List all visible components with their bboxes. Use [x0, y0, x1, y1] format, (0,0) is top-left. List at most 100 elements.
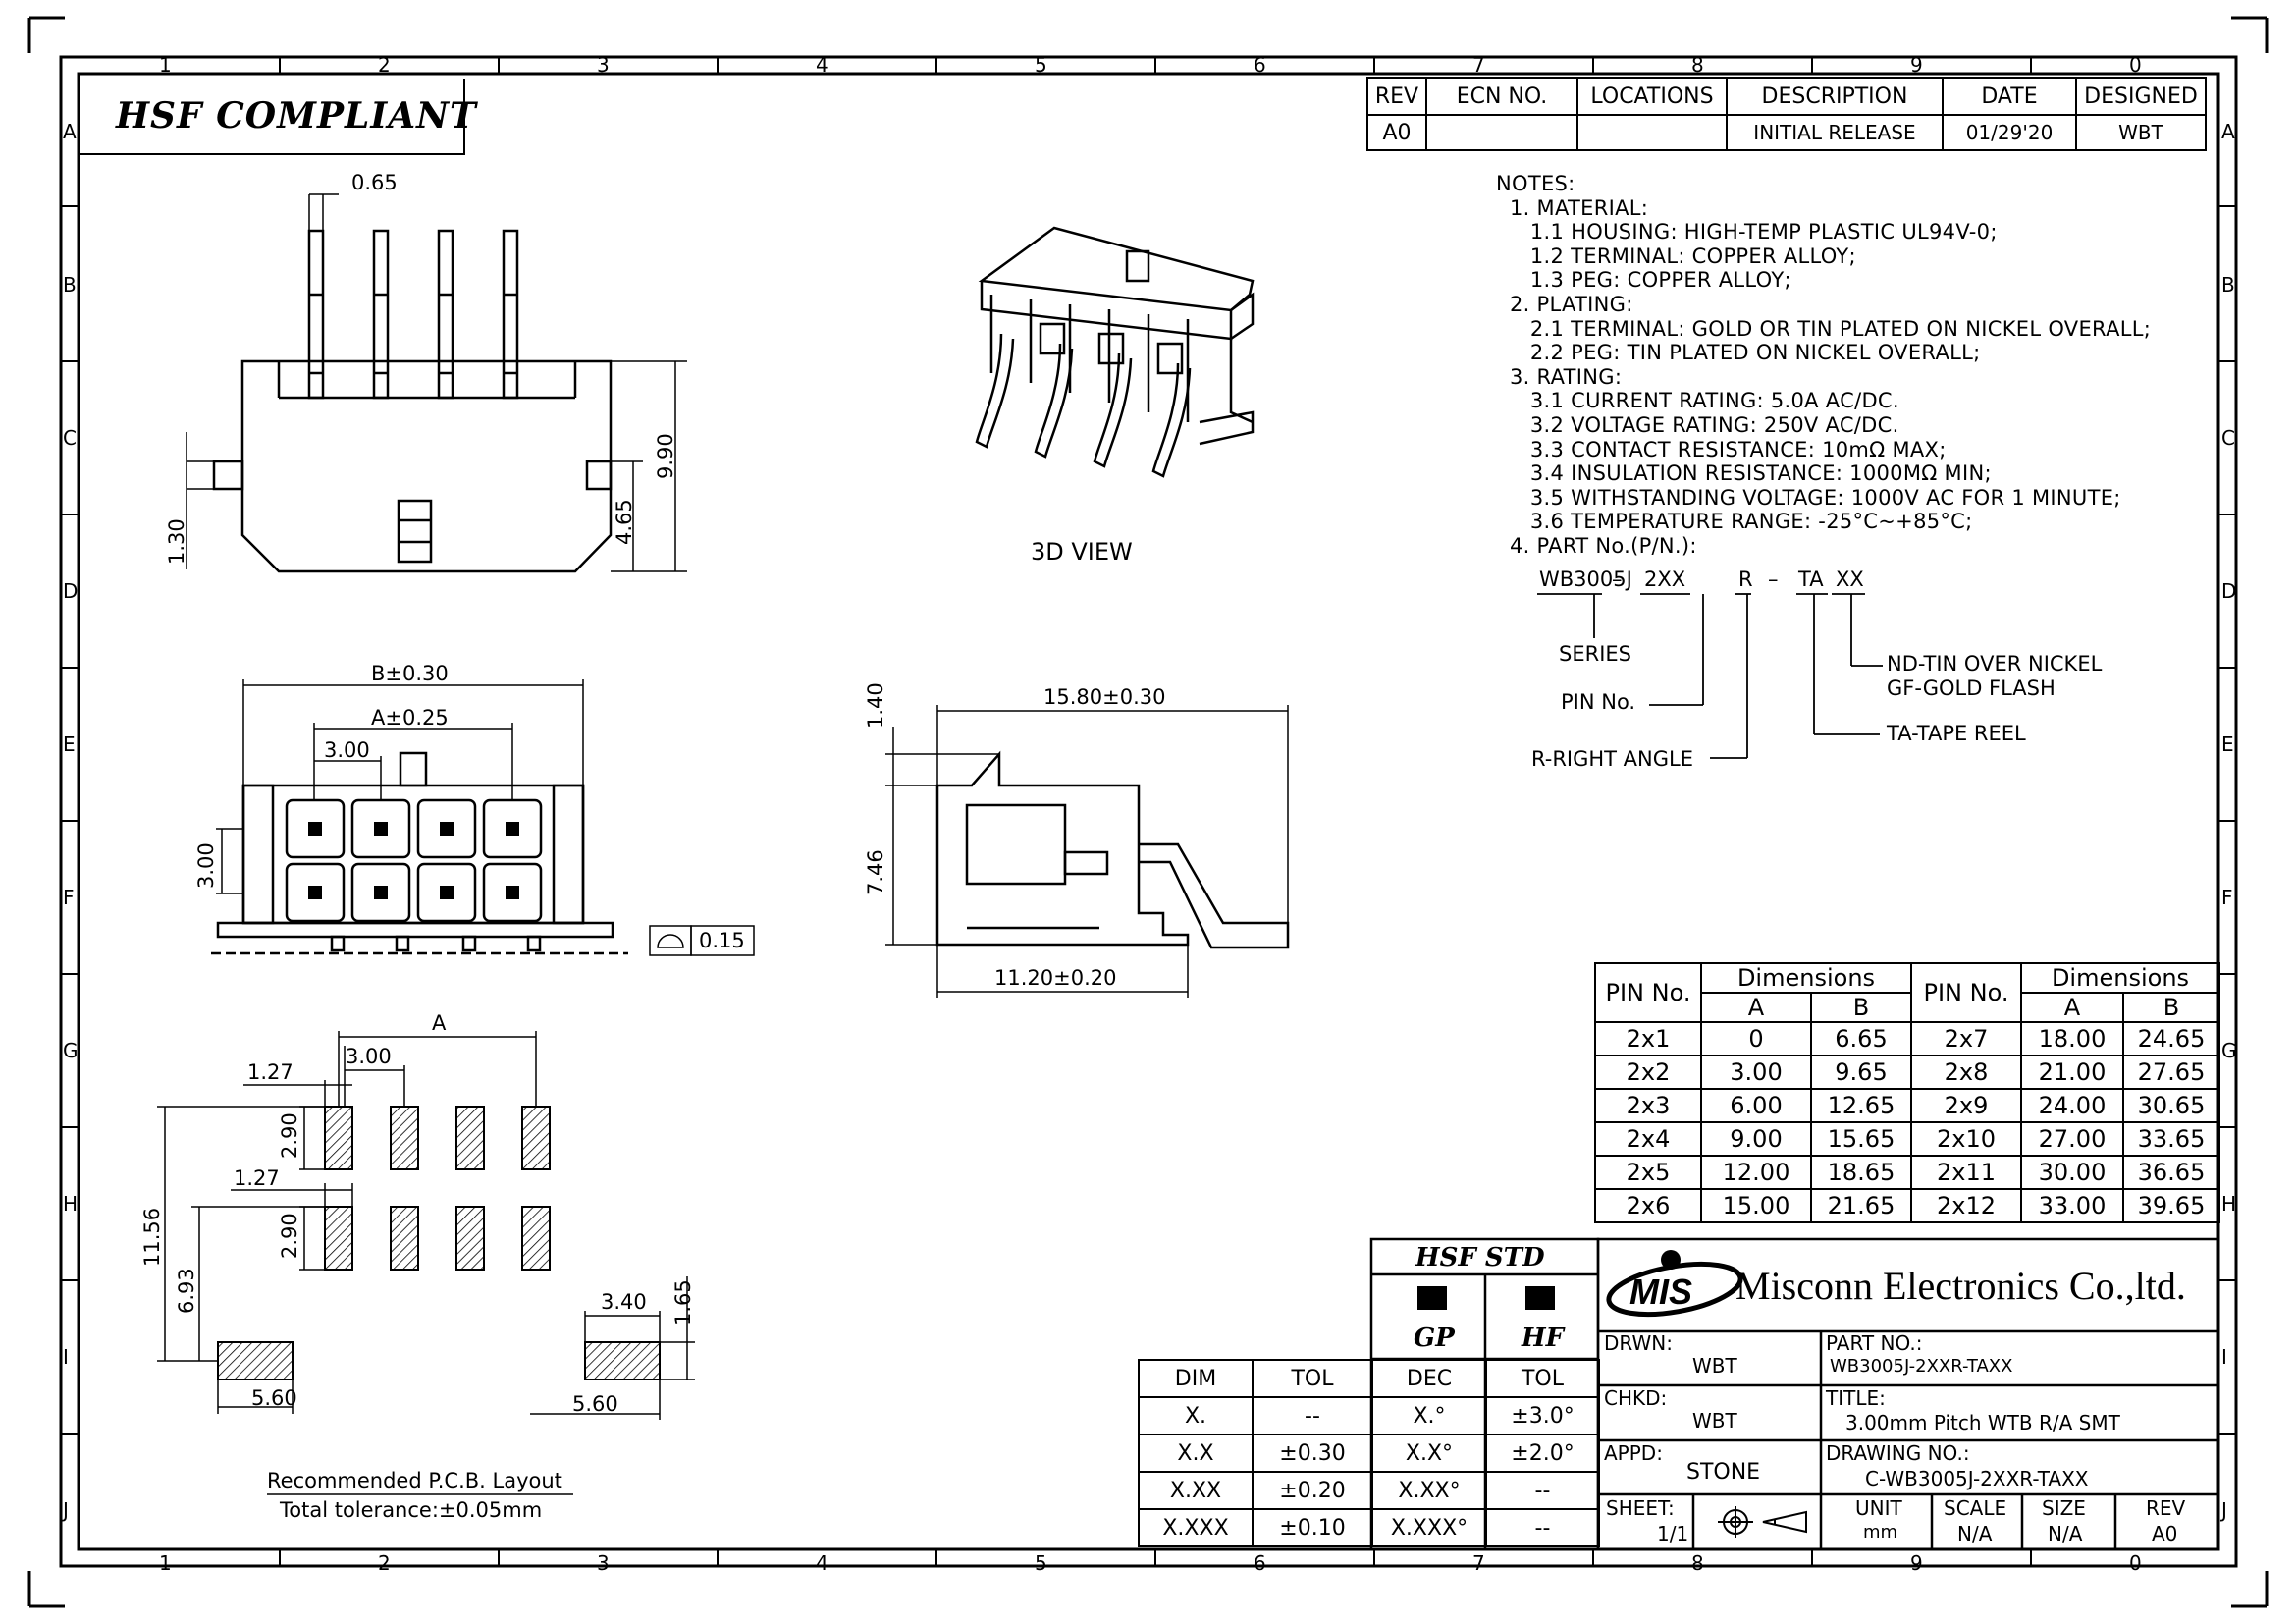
table-cell: 12.00 — [1700, 1155, 1812, 1190]
tol-header-tol: TOL — [1252, 1359, 1373, 1398]
scale-label: SCALE — [1944, 1496, 2007, 1520]
pn-plating-nd-label: ND-TIN OVER NICKEL — [1887, 652, 2103, 676]
table-cell: 3.00 — [1700, 1055, 1812, 1090]
dim-pcb-a: A — [432, 1011, 447, 1035]
hf-label: HF — [1522, 1324, 1565, 1353]
note-line: 2. PLATING: — [1496, 292, 1633, 316]
3d-view-label: 3D VIEW — [1031, 538, 1133, 566]
row-label: D — [2221, 579, 2237, 603]
notes-heading: NOTES: — [1496, 172, 1575, 195]
pn-tape-reel-label: TA-TAPE REEL — [1887, 722, 2026, 745]
zone-ticks — [61, 57, 2236, 1566]
row-label: B — [2221, 273, 2235, 297]
table-cell: 6.00 — [1700, 1088, 1812, 1123]
col-label: 5 — [1035, 53, 1047, 77]
drawing-no-value: C-WB3005J-2XXR-TAXX — [1865, 1467, 2089, 1490]
col-label: 4 — [816, 1551, 828, 1575]
pin-table-header-b: B — [2122, 992, 2220, 1023]
pin-table-header-dims: Dimensions — [2020, 962, 2220, 994]
table-cell: 21.65 — [1810, 1188, 1912, 1223]
note-line: 3.2 VOLTAGE RATING: 250V AC/DC. — [1496, 412, 1899, 437]
dim-pcb-h2: 2.90 — [278, 1213, 301, 1259]
table-cell: X.XX — [1138, 1471, 1254, 1510]
notes-block: NOTES: 1. MATERIAL: 1.1 HOUSING: HIGH-TE… — [1496, 172, 2151, 559]
note-line: 3.6 TEMPERATURE RANGE: -25°C~+85°C; — [1496, 510, 1973, 534]
col-label: 6 — [1254, 53, 1266, 77]
pn-pin-code: 2XX — [1644, 568, 1686, 591]
col-label: 5 — [1035, 1551, 1047, 1575]
tol-header-dim: DIM — [1138, 1359, 1254, 1398]
part-no-value: WB3005J-2XXR-TAXX — [1830, 1356, 2013, 1377]
table-cell: 2x11 — [1910, 1155, 2022, 1190]
appd-label: APPD: — [1604, 1441, 1663, 1465]
table-cell: 2x5 — [1594, 1155, 1702, 1190]
table-cell: ±0.30 — [1252, 1434, 1373, 1473]
table-cell: -- — [1252, 1396, 1373, 1435]
col-label: 3 — [597, 1551, 610, 1575]
pin-table-header-dims: Dimensions — [1700, 962, 1912, 994]
sheet-label: SHEET: — [1606, 1496, 1675, 1520]
col-label: 6 — [1254, 1551, 1266, 1575]
row-label: H — [2221, 1192, 2237, 1216]
row-label: C — [63, 426, 77, 450]
company-logo-text: MIS — [1629, 1272, 1693, 1312]
unit-label: UNIT — [1855, 1496, 1902, 1520]
pin-table-header-a: A — [1700, 992, 1812, 1023]
pcb-dims — [157, 1031, 695, 1495]
row-label: I — [2221, 1345, 2227, 1369]
dim-pcb-peg-w2: 5.60 — [572, 1392, 618, 1416]
note-line: 3. RATING: — [1496, 364, 1623, 389]
dim-peg: 1.30 — [165, 518, 188, 565]
table-cell: ±0.10 — [1252, 1508, 1373, 1547]
title-value: 3.00mm Pitch WTB R/A SMT — [1845, 1411, 2120, 1435]
rev-cell — [1576, 114, 1728, 151]
mis-logo-icon — [1606, 1250, 1743, 1318]
col-label: 3 — [597, 53, 610, 77]
note-line: 1.1 HOUSING: HIGH-TEMP PLASTIC UL94V-0; — [1496, 220, 1998, 244]
note-line: 3.5 WITHSTANDING VOLTAGE: 1000V AC FOR 1… — [1496, 485, 2121, 510]
sheet-value: 1/1 — [1657, 1522, 1689, 1545]
chkd-value: WBT — [1692, 1409, 1737, 1433]
row-label: B — [63, 273, 77, 297]
pn-angle-code: R — [1738, 568, 1753, 591]
rev-cell: 01/29'20 — [1942, 114, 2077, 151]
outer-frame — [59, 55, 2238, 1568]
drwn-value: WBT — [1692, 1354, 1737, 1378]
col-label: 1 — [159, 1551, 172, 1575]
pn-breakdown-lines — [1537, 593, 1883, 759]
table-cell: 33.65 — [2122, 1121, 2220, 1157]
table-cell: 33.00 — [2020, 1188, 2124, 1223]
table-cell: ±0.20 — [1252, 1471, 1373, 1510]
rev-cell — [1425, 114, 1578, 151]
table-cell: X.XXX° — [1371, 1508, 1487, 1547]
table-cell: 9.00 — [1700, 1121, 1812, 1157]
col-label: 8 — [1691, 53, 1704, 77]
col-label: 1 — [159, 53, 172, 77]
table-cell: X. — [1138, 1396, 1254, 1435]
row-label: A — [2221, 120, 2235, 143]
table-cell: 2x6 — [1594, 1188, 1702, 1223]
table-cell: 2x9 — [1910, 1088, 2022, 1123]
col-label: 0 — [2129, 1551, 2142, 1575]
dim-pcb-total: 11.56 — [140, 1207, 164, 1267]
col-label: 7 — [1472, 1551, 1485, 1575]
row-label: H — [63, 1192, 79, 1216]
rev-cell: INITIAL RELEASE — [1726, 114, 1944, 151]
col-label: 9 — [1910, 53, 1923, 77]
front-view — [211, 751, 628, 955]
pcb-pads — [217, 1106, 661, 1380]
top-view-dims — [186, 193, 687, 572]
rev-value: A0 — [2152, 1522, 2178, 1545]
scale-value: N/A — [1957, 1522, 1993, 1545]
col-label: 2 — [378, 1551, 391, 1575]
note-line: 1.2 TERMINAL: COPPER ALLOY; — [1496, 244, 1856, 268]
company-name: Misconn Electronics Co.,ltd. — [1735, 1264, 2186, 1308]
note-line: 3.4 INSULATION RESISTANCE: 1000MΩ MIN; — [1496, 461, 1992, 486]
dim-front-b: B±0.30 — [371, 662, 449, 685]
table-cell: 30.65 — [2122, 1088, 2220, 1123]
rev-header-locations: LOCATIONS — [1576, 77, 1728, 116]
col-label: 9 — [1910, 1551, 1923, 1575]
hsf-compliant-label: HSF COMPLIANT — [116, 95, 477, 136]
dim-pcb-peg-pad: 3.40 — [601, 1290, 647, 1314]
